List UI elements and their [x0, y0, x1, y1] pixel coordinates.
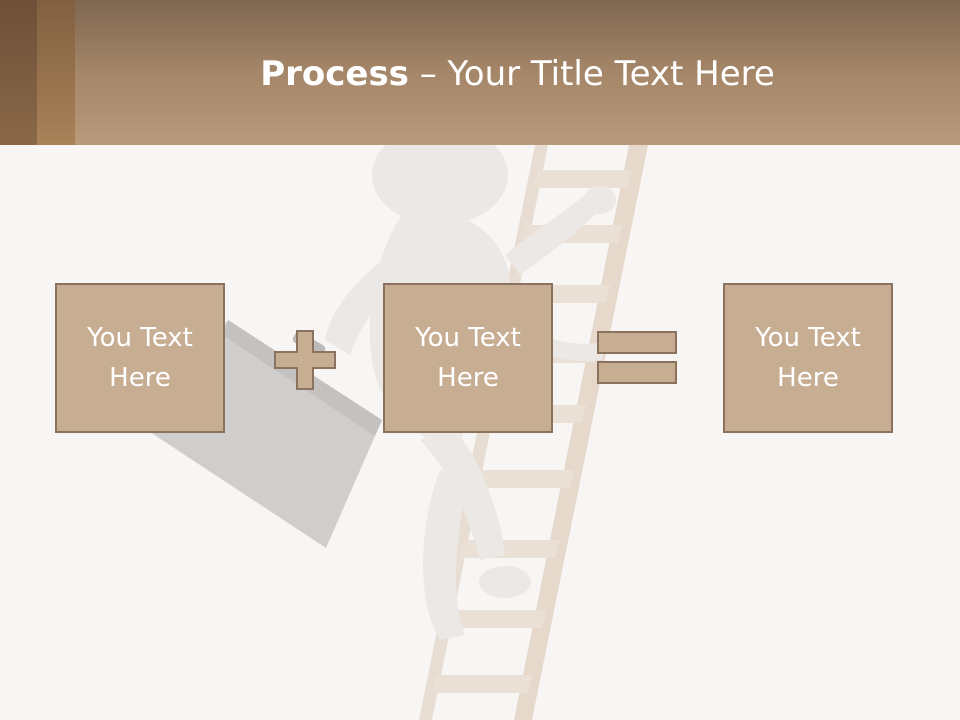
box-text: You Text Here: [755, 323, 861, 393]
plus-icon: [274, 330, 336, 390]
box-text: You Text Here: [415, 323, 521, 393]
title-keyword: Process: [260, 54, 409, 94]
slide-title[interactable]: Process – Your Title Text Here: [75, 52, 960, 96]
text-box-1[interactable]: You Text Here: [55, 283, 225, 433]
header-accent-stripe: [37, 0, 75, 145]
equals-icon: [597, 331, 677, 384]
title-bar: Process – Your Title Text Here: [0, 0, 960, 145]
box-text: You Text Here: [87, 323, 193, 393]
text-box-3[interactable]: You Text Here: [723, 283, 893, 433]
header-accent-stripe: [0, 0, 37, 145]
text-box-2[interactable]: You Text Here: [383, 283, 553, 433]
ladder-rail-right: [514, 145, 648, 720]
title-text: – Your Title Text Here: [408, 54, 775, 94]
